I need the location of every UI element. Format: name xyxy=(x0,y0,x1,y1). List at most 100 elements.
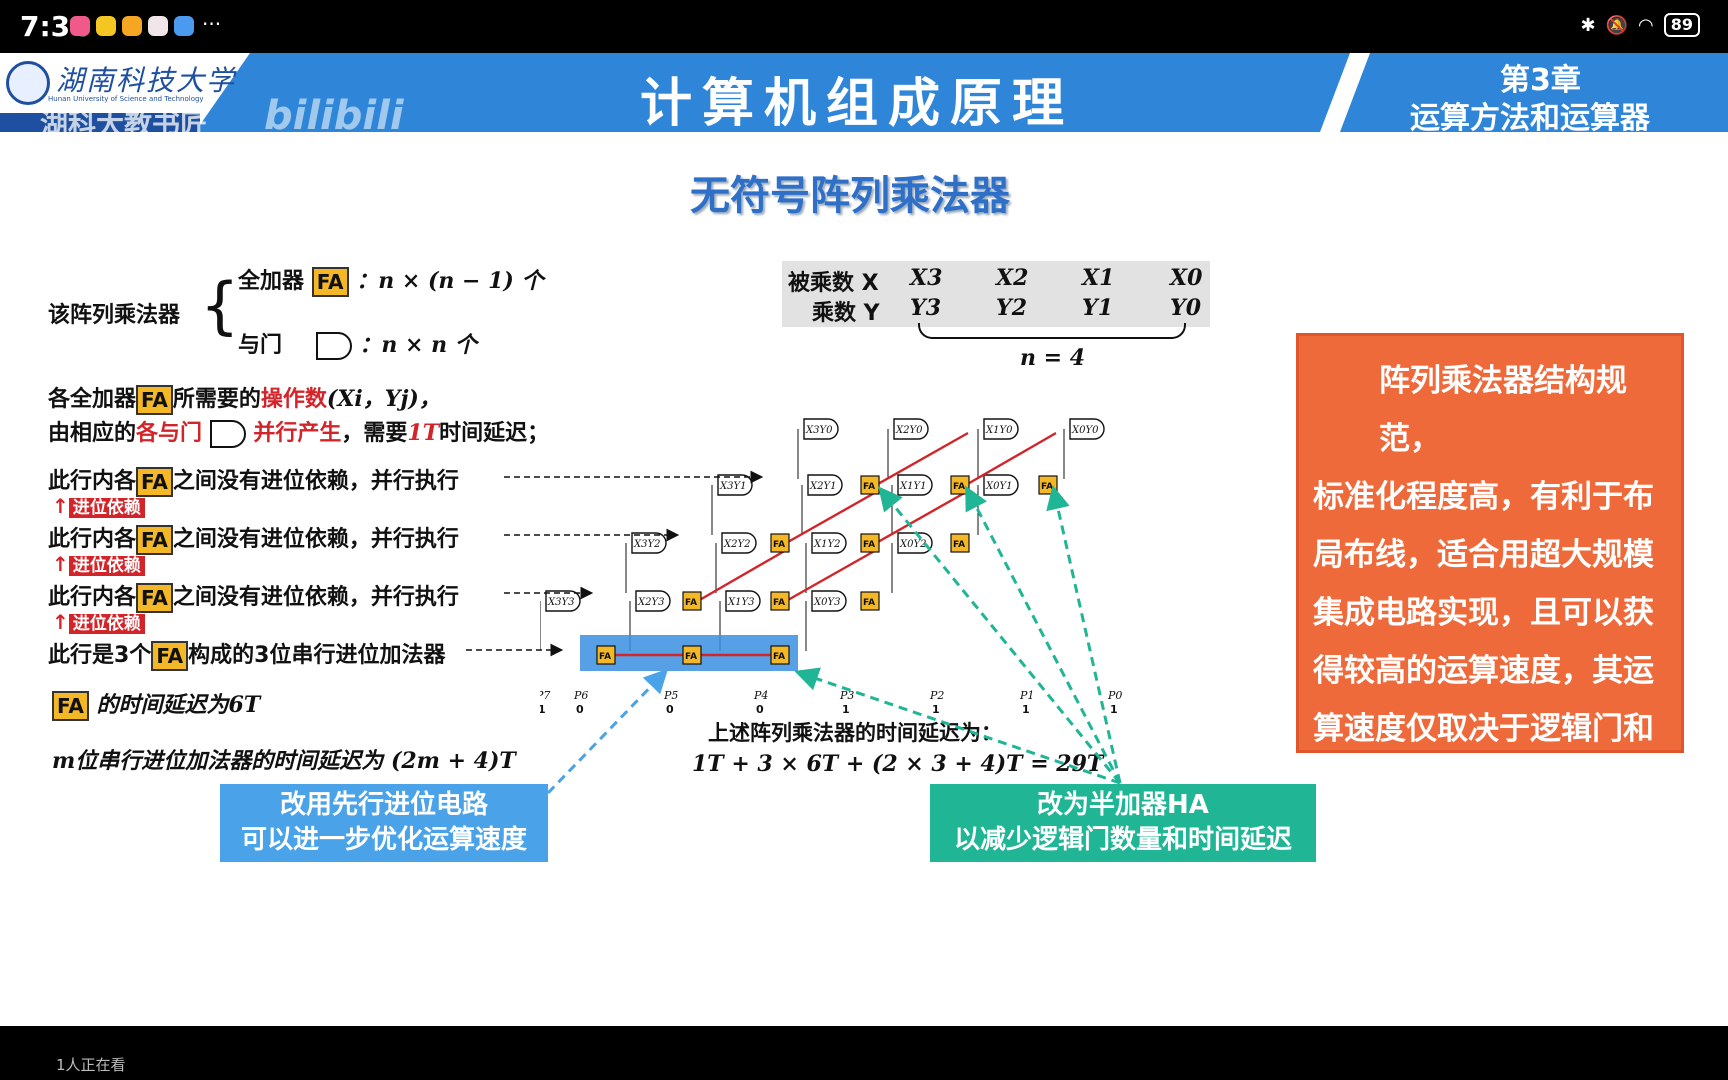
carry-dependency-3: ↑进位依赖 xyxy=(52,610,145,635)
and-gate-icon xyxy=(209,420,246,448)
x-cell: X3 xyxy=(910,265,943,291)
full-adder-label: FA xyxy=(953,540,965,550)
and-gate-delay-line: 由相应的各与门 并行产生，需要1T时间延迟； xyxy=(48,420,550,448)
note-line: 得较高的运算速度，其运 xyxy=(1313,653,1654,689)
product-bit: 0 xyxy=(756,703,764,716)
fa-icon: FA xyxy=(136,467,173,497)
course-title: 计算机组成原理 xyxy=(640,74,1075,134)
full-adder-icon xyxy=(682,645,702,665)
full-adder-icon xyxy=(950,475,970,495)
n-label: n = 4 xyxy=(1020,345,1086,371)
and-gate-label: X0Y0 xyxy=(1071,425,1099,436)
brace-icon: { xyxy=(200,269,240,342)
fa-icon: FA xyxy=(151,641,189,671)
full-adder-label: FA xyxy=(863,598,875,608)
and-gate-label: X3Y2 xyxy=(633,539,660,550)
full-adder-label: FA xyxy=(773,540,785,550)
and-gate-icon xyxy=(983,418,1019,440)
full-adder-label: FA xyxy=(953,482,965,492)
and-gate-line: 与门 ：n × n 个 xyxy=(238,332,477,360)
total-delay-label: 上述阵列乘法器的时间延迟为： xyxy=(708,721,1002,745)
chapter-name: 运算方法和运算器 xyxy=(1410,101,1650,136)
product-label: P6 xyxy=(573,689,588,702)
fa-delay-line: FA 的时间延迟为6T xyxy=(52,687,260,721)
and-gate-icon xyxy=(725,590,761,612)
app-notification-icon xyxy=(122,16,142,36)
green-callout-arrow xyxy=(878,486,1122,784)
chapter-block xyxy=(1320,53,1728,132)
and-gate-icon xyxy=(897,532,933,554)
slide-title: 无符号阵列乘法器 xyxy=(690,173,1010,219)
product-label: P3 xyxy=(839,689,854,702)
total-delay-formula: 1T + 3 × 6T + (2 × 3 + 4)T = 29T xyxy=(692,751,1104,777)
university-name: 湖南科技大学 xyxy=(56,64,237,97)
and-gate-label: X0Y1 xyxy=(985,481,1012,492)
product-label: P1 xyxy=(1019,689,1034,702)
full-adder-line: 全加器 FA ：n × (n − 1) 个 xyxy=(238,263,544,297)
slide: 湖南科技大学 Hunan University of Science and T… xyxy=(0,53,1728,1026)
more-notifications-icon: ··· xyxy=(202,12,222,36)
x-cell: X0 xyxy=(1170,265,1203,291)
note-line: 加法器的传输延迟。 xyxy=(1313,769,1592,805)
note-line: 算速度仅取决于逻辑门和 xyxy=(1313,711,1654,747)
and-gate-icon xyxy=(893,418,929,440)
x-cell: X2 xyxy=(996,265,1029,291)
product-bit: 1 xyxy=(932,703,940,716)
full-adder-label: FA xyxy=(599,652,611,662)
fa-icon: FA xyxy=(136,385,173,415)
mute-icon: 🔕 xyxy=(1605,14,1629,36)
product-label: P7 xyxy=(540,689,550,702)
app-notification-icon xyxy=(148,16,168,36)
and-gate-icon xyxy=(811,590,847,612)
product-bit: 1 xyxy=(540,703,546,716)
bottom-bar xyxy=(0,1026,1728,1080)
uploader-watermark: 湖科大教书匠 xyxy=(40,108,209,141)
brace-label: 该阵列乘法器 xyxy=(48,303,181,328)
and-gate-label: X1Y0 xyxy=(985,425,1013,436)
multiplier-label: 乘数 Y xyxy=(812,301,880,326)
and-gate-label: X2Y1 xyxy=(809,481,836,492)
product-bit: 1 xyxy=(1110,703,1118,716)
full-adder-icon xyxy=(682,591,702,611)
cloud-icon xyxy=(174,16,194,36)
and-gate-icon xyxy=(721,532,757,554)
product-bit: 1 xyxy=(842,703,850,716)
note-line: 阵列乘法器结构规范， xyxy=(1379,363,1627,457)
fa-icon: FA xyxy=(311,267,349,297)
full-adder-icon xyxy=(770,533,790,553)
and-gate-label: X3Y1 xyxy=(719,481,746,492)
bilibili-watermark: bilibili xyxy=(264,93,404,139)
and-gate-label: X3Y3 xyxy=(547,597,574,608)
half-adder-callout: 改为半加器HA 以减少逻辑门数量和时间延迟 xyxy=(930,784,1316,862)
green-callout-arrow xyxy=(794,667,1121,785)
university-logo-icon xyxy=(6,61,50,105)
and-gate-label: X0Y3 xyxy=(813,597,840,608)
carry-line xyxy=(771,547,879,611)
and-gate-label: X0Y2 xyxy=(899,539,926,550)
and-gate-label: X1Y3 xyxy=(727,597,754,608)
x-cell: X1 xyxy=(1082,265,1115,291)
multiplicand-label: 被乘数 X xyxy=(788,271,879,296)
full-adder-icon xyxy=(770,645,790,665)
and-gate-icon xyxy=(545,590,581,612)
battery-icon: 89 xyxy=(1663,13,1700,37)
and-gate-icon xyxy=(811,532,847,554)
y-cell: Y3 xyxy=(910,295,942,321)
university-name-en: Hunan University of Science and Technolo… xyxy=(48,95,204,103)
m-bit-delay-line: m位串行进位加法器的时间延迟为 (2m + 4)T xyxy=(52,748,516,774)
product-bit: 0 xyxy=(666,703,674,716)
carry-lookahead-callout: 改用先行进位电路 可以进一步优化运算速度 xyxy=(220,784,548,862)
product-label: P0 xyxy=(1107,689,1122,702)
full-adder-label: FA xyxy=(685,652,697,662)
and-gate-label: X2Y2 xyxy=(723,539,750,550)
and-gate-label: X3Y0 xyxy=(805,425,833,436)
and-gate-icon xyxy=(1069,418,1105,440)
blue-callout-arrow xyxy=(546,668,669,795)
viewer-count: 1人正在看 xyxy=(56,1056,126,1074)
full-adder-icon xyxy=(860,533,880,553)
fa-icon: FA xyxy=(52,691,89,721)
and-gate-icon xyxy=(315,332,352,360)
y-cell: Y1 xyxy=(1082,295,1114,321)
